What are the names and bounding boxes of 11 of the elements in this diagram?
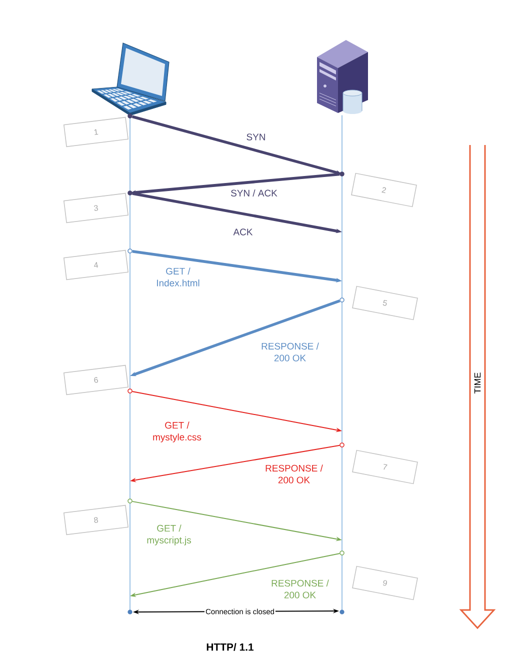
arrow-label: TIME [472,370,482,396]
edge-label: GET / myscript.js [147,524,191,546]
edge-label: RESPONSE / 200 OK [262,342,319,362]
edge-label: RESPONSE / 200 OK [272,580,329,598]
caption: HTTP/ 1.1 [206,643,254,651]
edge-label: GET / mystyle.css [153,422,202,442]
edge-label: SYN [246,134,265,140]
edge-label: RESPONSE / 200 OK [266,464,323,484]
edge-label: SYN / ACK [231,190,278,196]
edge-label: ACK [233,228,253,236]
edge-label: GET / Index.html [157,268,200,286]
